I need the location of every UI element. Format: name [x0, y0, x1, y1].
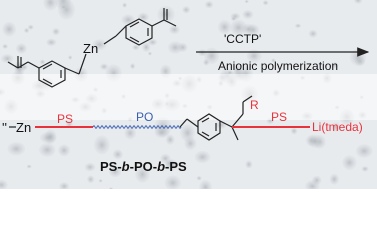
texture-blob — [169, 25, 180, 35]
texture-blob — [1, 54, 14, 64]
texture-blob — [130, 63, 136, 70]
texture-blob — [361, 166, 369, 172]
texture-blob — [217, 20, 232, 35]
texture-blob — [122, 2, 127, 8]
texture-blob — [308, 134, 322, 148]
texture-blob — [55, 0, 71, 10]
texture-blob — [15, 43, 27, 54]
texture-blob — [271, 58, 276, 63]
texture-blob — [52, 27, 60, 36]
po-block — [92, 125, 182, 129]
texture-blob — [87, 175, 95, 184]
texture-blob — [2, 21, 17, 37]
texture-blob — [39, 59, 46, 65]
texture-blob — [244, 0, 249, 4]
texture-blob — [331, 62, 339, 69]
texture-blob — [92, 39, 107, 51]
copolymer-name: PS-b-PO-b-PS — [100, 159, 187, 174]
texture-blob — [58, 144, 71, 157]
texture-blob — [135, 165, 150, 183]
texture-blob — [84, 162, 96, 172]
texture-blob — [112, 149, 124, 160]
texture-blob — [157, 5, 175, 23]
texture-blob — [142, 42, 151, 53]
zn-label-bottom: Zn — [16, 120, 31, 135]
arrow-label-cctp: 'CCTP' — [224, 32, 261, 46]
chain-end-label: Li(tmeda) — [312, 120, 363, 134]
po-label: PO — [136, 110, 153, 124]
texture-blob — [121, 14, 135, 26]
texture-blob — [329, 173, 339, 185]
chain-start-mark: '' — [2, 120, 7, 135]
texture-blob — [99, 63, 109, 70]
ps-label-right: PS — [271, 110, 287, 124]
texture-blob — [355, 144, 373, 158]
central-aryl-group — [179, 95, 253, 141]
texture-blob — [308, 29, 318, 38]
zn-label-top: Zn — [83, 41, 98, 56]
texture-blob — [246, 49, 262, 63]
texture-blob — [312, 175, 322, 185]
texture-blob — [231, 16, 237, 21]
texture-blob — [164, 159, 175, 168]
texture-blob — [165, 134, 175, 145]
texture-blob — [108, 166, 122, 178]
texture-blob — [154, 127, 170, 138]
texture-blob — [26, 164, 32, 169]
texture-blob — [331, 122, 341, 132]
texture-blob — [164, 175, 181, 189]
texture-blob — [7, 142, 26, 156]
texture-blob — [199, 179, 212, 189]
texture-blob — [167, 41, 183, 54]
right-benzyl-group — [103, 8, 177, 46]
left-benzyl-group — [7, 53, 87, 88]
ps-label-left: PS — [57, 112, 73, 126]
texture-blob — [23, 27, 30, 34]
texture-blob — [353, 0, 363, 4]
texture-blob — [290, 127, 298, 135]
texture-blob — [108, 187, 114, 189]
texture-blob — [124, 126, 137, 140]
r-label: R — [250, 98, 259, 112]
texture-blob — [184, 136, 197, 150]
texture-blob — [204, 0, 214, 9]
texture-blob — [147, 51, 152, 56]
texture-blob — [59, 182, 70, 189]
texture-blob — [27, 24, 34, 30]
texture-blob — [194, 150, 211, 164]
arrow-label-anionic: Anionic polymerization — [218, 59, 338, 73]
texture-blob — [43, 0, 58, 11]
texture-blob — [230, 19, 247, 36]
texture-blob — [137, 12, 149, 22]
texture-blob — [0, 179, 8, 189]
scheme-canvas: Zn 'CCTP' Anionic polymerization '' Zn P… — [0, 0, 377, 189]
texture-blob — [245, 160, 253, 169]
texture-blob — [262, 0, 269, 6]
texture-blob — [132, 44, 140, 51]
texture-blob — [46, 38, 57, 47]
texture-blob — [2, 43, 8, 49]
texture-blob — [196, 175, 202, 181]
texture-blob — [342, 155, 357, 171]
texture-blob — [147, 38, 158, 46]
texture-blob — [38, 143, 56, 157]
texture-blob — [93, 135, 110, 155]
texture-blob — [98, 179, 103, 183]
texture-blob — [68, 55, 73, 60]
texture-blob — [294, 23, 302, 28]
reaction-scheme: Zn 'CCTP' Anionic polymerization '' Zn P… — [0, 0, 377, 189]
texture-blob — [44, 129, 57, 144]
texture-blob — [182, 6, 191, 14]
texture-blob — [242, 10, 254, 19]
